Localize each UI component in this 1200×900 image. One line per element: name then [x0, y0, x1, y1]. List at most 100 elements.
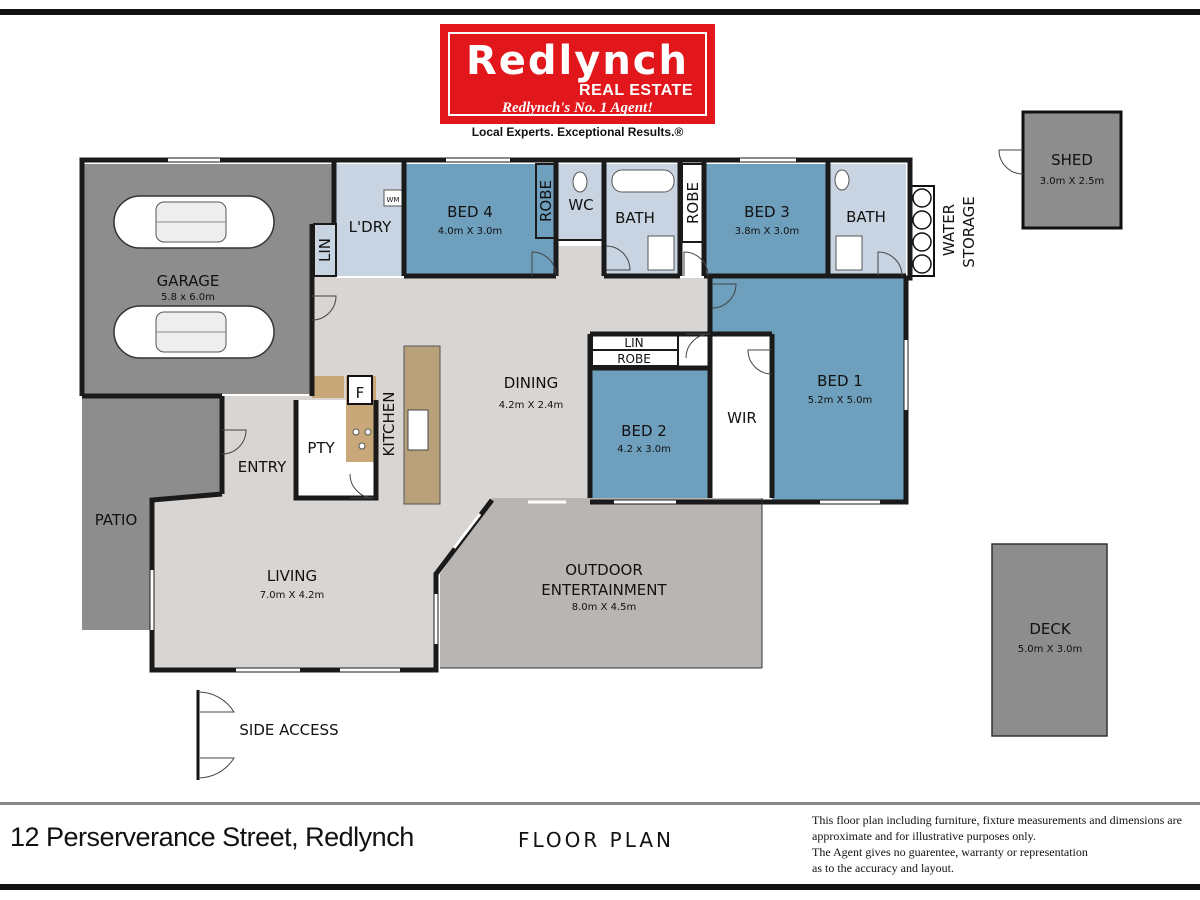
living-label: LIVING	[267, 567, 317, 585]
laundry-area	[336, 164, 404, 276]
bed2-label: BED 2	[621, 422, 667, 440]
disclaimer-line: This floor plan including furniture, fix…	[812, 813, 1182, 827]
car-icon	[113, 305, 275, 359]
entry-label: ENTRY	[238, 458, 287, 476]
bathtub-icon	[611, 169, 675, 193]
bed4-dims: 4.0m X 3.0m	[438, 226, 503, 237]
property-address: 12 Perserverance Street, Redlynch	[10, 822, 414, 852]
bed4-label: BED 4	[447, 203, 493, 221]
disclaimer-line: as to the accuracy and layout.	[812, 861, 954, 875]
doors	[196, 149, 1024, 780]
robe4-cupboard	[535, 163, 557, 239]
cooktop-icon	[364, 428, 372, 436]
windows	[150, 158, 908, 672]
door-swing	[998, 149, 1024, 175]
outdoor-label-1: OUTDOOR	[565, 561, 643, 579]
door-swing	[685, 333, 711, 359]
fixtures	[352, 169, 863, 450]
water-tank-icon	[912, 210, 932, 230]
water-tank-icon	[912, 188, 932, 208]
logo-sub: REAL ESTATE	[579, 82, 693, 99]
robe4-label: ROBE	[537, 180, 555, 222]
footer-top-rule	[0, 802, 1200, 805]
door-swing	[349, 473, 375, 499]
floor-plan-title: FLOOR PLAN	[518, 828, 674, 852]
thin-walls	[313, 163, 705, 367]
wir-label: WIR	[727, 409, 757, 427]
linen-cupboard	[313, 223, 337, 277]
bottom-border	[0, 884, 1200, 890]
shower-icon	[647, 235, 675, 271]
door-swing	[605, 245, 631, 271]
laundry-label: L'DRY	[349, 218, 392, 236]
bath2-label: BATH	[846, 208, 886, 226]
bed4-area	[404, 164, 556, 276]
door-swing	[221, 429, 247, 455]
gate-swing	[197, 757, 235, 779]
robe2-cupboard	[591, 349, 679, 367]
logo-slogan: Redlynch's No. 1 Agent!	[501, 100, 654, 116]
living-dims: 7.0m X 4.2m	[260, 590, 325, 601]
robe3-cupboard	[681, 163, 705, 243]
agency-logo: Redlynch REAL ESTATE Redlynch's No. 1 Ag…	[440, 24, 715, 124]
shower-icon	[835, 235, 863, 271]
patio-label: PATIO	[95, 511, 138, 529]
shed-dims: 3.0m X 2.5m	[1040, 176, 1105, 187]
fridge-label: F	[356, 384, 365, 402]
shed-label: SHED	[1051, 151, 1093, 169]
top-border	[0, 9, 1200, 15]
deck-label: DECK	[1029, 620, 1072, 638]
linen-area	[316, 224, 336, 276]
benchtop-1	[312, 376, 344, 398]
kitchen-label: KITCHEN	[380, 392, 398, 457]
door-swing	[531, 251, 557, 277]
outdoor-area	[440, 498, 762, 668]
dining-dims: 4.2m X 2.4m	[499, 400, 564, 411]
bed1-dims: 5.2m X 5.0m	[808, 395, 873, 406]
gate-swing	[197, 691, 235, 713]
room-labels: GARAGE 5.8 x 6.0m L'DRY WM LIN BED 4 4.0…	[95, 151, 1105, 739]
toilet-icon	[834, 169, 850, 191]
door-swing	[877, 251, 903, 277]
wc-label: WC	[568, 196, 593, 214]
disclaimer-line: approximate and for illustrative purpose…	[812, 829, 1036, 843]
water-label: WATER	[940, 204, 958, 256]
car-icon	[113, 195, 275, 249]
disclaimer: This floor plan including furniture, fix…	[812, 812, 1197, 876]
cooktop-icon	[352, 428, 360, 436]
bed3-dims: 3.8m X 3.0m	[735, 226, 800, 237]
bed1-label: BED 1	[817, 372, 863, 390]
linen-label: LIN	[316, 238, 334, 262]
outdoor-dims: 8.0m X 4.5m	[572, 602, 637, 613]
wir-area	[712, 334, 772, 498]
bath1-label: BATH	[615, 209, 655, 227]
cooktop-icon	[358, 442, 366, 450]
door-swing	[683, 251, 709, 277]
outdoor-edges	[440, 498, 763, 669]
pantry-label: PTY	[307, 439, 335, 457]
water-tank-icon	[912, 254, 932, 274]
deck-area	[991, 543, 1108, 737]
outdoor-label-2: ENTERTAINMENT	[541, 581, 667, 599]
sink-icon	[407, 409, 429, 451]
garage-label: GARAGE	[157, 272, 220, 290]
agency-tagline: Local Experts. Exceptional Results.®	[471, 125, 684, 139]
disclaimer-line: The Agent gives no guarentee, warranty o…	[812, 845, 1088, 859]
washing-machine-label: WM	[387, 196, 400, 204]
fridge-icon	[347, 375, 373, 405]
side-access-label: SIDE ACCESS	[239, 721, 338, 739]
toilet-icon	[572, 171, 588, 193]
dining-label: DINING	[504, 374, 558, 392]
robe3-label: ROBE	[684, 182, 702, 224]
bed2-dims: 4.2 x 3.0m	[617, 444, 671, 455]
garage-dims: 5.8 x 6.0m	[161, 292, 215, 303]
deck-dims: 5.0m X 3.0m	[1018, 644, 1083, 655]
hall-area	[556, 246, 606, 280]
storage-label: STORAGE	[960, 196, 978, 267]
robe2-label: ROBE	[617, 352, 651, 366]
bed2-area	[590, 368, 710, 498]
door-swing	[747, 349, 773, 375]
bed3-area	[706, 164, 828, 274]
shed-area	[1021, 110, 1123, 230]
